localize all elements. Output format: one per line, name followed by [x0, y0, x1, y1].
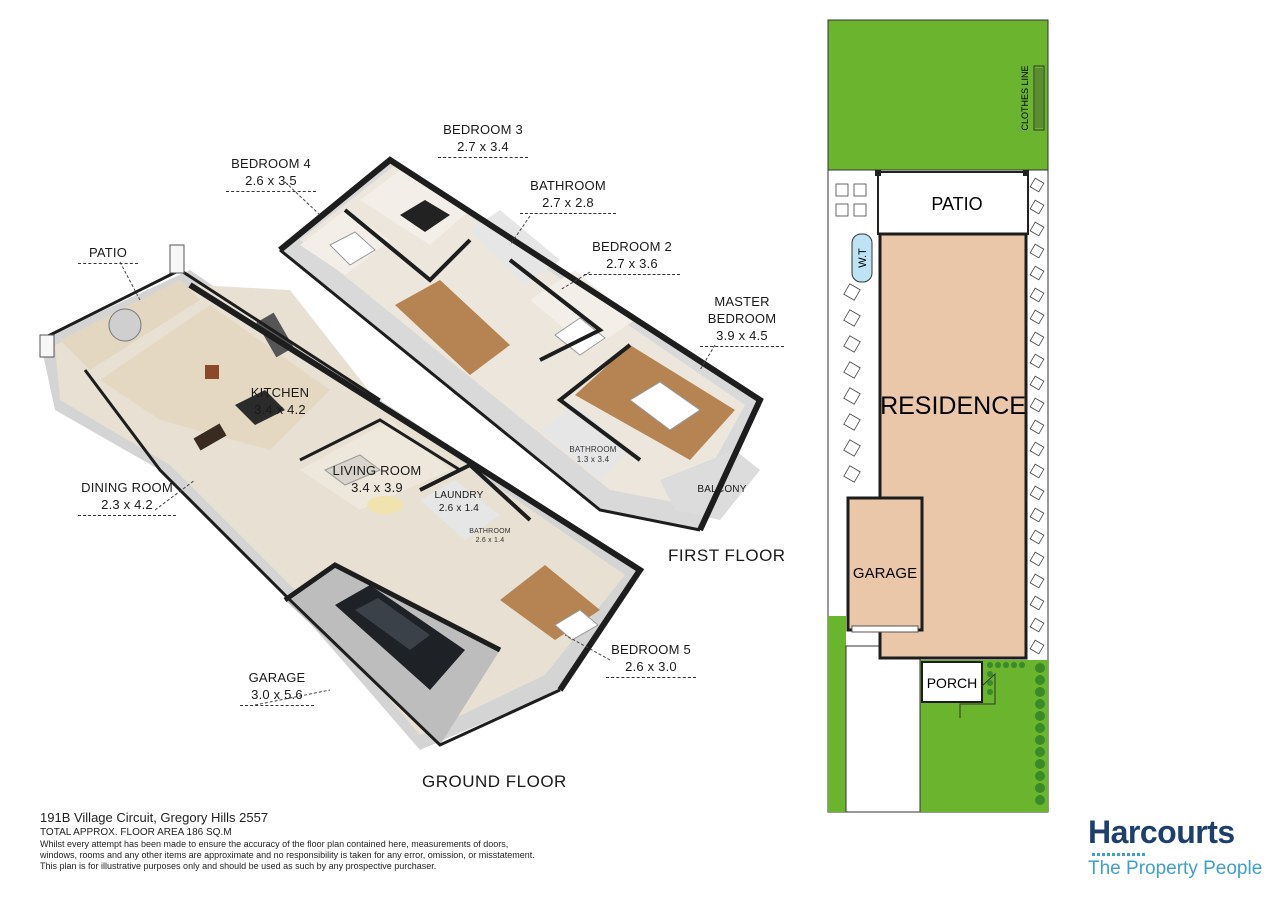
bathroom-upper-size: 2.7 x 2.8 [542, 195, 594, 210]
master-size: 3.9 x 4.5 [716, 328, 768, 343]
site-patio [877, 171, 1029, 235]
residence-text: RESIDENCE [880, 392, 1026, 420]
bedroom2-label: BEDROOM 2 2.7 x 3.6 [584, 238, 680, 275]
hallway-floor [395, 280, 510, 375]
site-plan: CLOTHES LINE PATIO [827, 19, 1049, 813]
disclaimer-line-2: windows, rooms and any other items are a… [40, 850, 535, 860]
ensuite-size: 1.3 x 3.4 [576, 455, 610, 464]
address: 191B Village Circuit, Gregory Hills 2557 [40, 810, 269, 825]
dining-size: 2.3 x 4.2 [101, 497, 153, 512]
patio-label: PATIO [78, 244, 138, 264]
laundry-name: LAUNDRY [434, 490, 484, 501]
kitchen-name: KITCHEN [250, 385, 310, 400]
balcony-label: BALCONY [694, 481, 750, 498]
garage-label: GARAGE 3.0 x 5.6 [240, 669, 314, 706]
site-garage-text: GARAGE [853, 565, 917, 582]
living-size: 3.4 x 3.9 [351, 480, 403, 495]
site-porch [921, 661, 983, 703]
front-grass-left [828, 616, 846, 812]
bathroom-upper-label: BATHROOM 2.7 x 2.8 [520, 177, 616, 214]
laundry-label: LAUNDRY 2.6 x 1.4 [428, 489, 490, 515]
living-floor [300, 420, 450, 510]
site-garage [846, 496, 924, 632]
balcony-name: BALCONY [697, 484, 747, 495]
footer: 191B Village Circuit, Gregory Hills 2557… [40, 810, 535, 872]
clothes-line [1033, 65, 1045, 131]
water-tank [851, 233, 873, 283]
floorplan-illustration [39, 156, 764, 750]
brand-name: Harcourts [1088, 814, 1235, 850]
bedroom4-size: 2.6 x 3.5 [245, 173, 297, 188]
first-floor-model [278, 156, 764, 532]
ground-floor-title: GROUND FLOOR [422, 772, 567, 791]
bedroom5-label: BEDROOM 5 2.6 x 3.0 [606, 641, 696, 678]
bathroom-upper-name: BATHROOM [530, 178, 606, 193]
garage-size: 3.0 x 5.6 [251, 687, 303, 702]
floor-area: TOTAL APPROX. FLOOR AREA 186 SQ.M [40, 827, 232, 838]
master-name-2: BEDROOM [707, 311, 777, 326]
side-pavers-left [843, 283, 861, 483]
bedroom4-name: BEDROOM 4 [231, 156, 311, 171]
kitchen-label: KITCHEN 3.4 x 4.2 [240, 384, 320, 418]
hedge [987, 662, 1045, 805]
bedroom3-size: 2.7 x 3.4 [457, 139, 509, 154]
ground-floor-model [39, 244, 645, 750]
site-porch-text: PORCH [927, 675, 978, 691]
bedroom5-size: 2.6 x 3.0 [625, 659, 677, 674]
bedroom5-name: BEDROOM 5 [611, 642, 691, 657]
laundry-size: 2.6 x 1.4 [438, 503, 480, 514]
bedroom3-label: BEDROOM 3 2.7 x 3.4 [438, 121, 528, 158]
living-label: LIVING ROOM 3.4 x 3.9 [326, 462, 428, 496]
bedroom3-name: BEDROOM 3 [443, 122, 523, 137]
clothes-line-text: CLOTHES LINE [1020, 65, 1030, 130]
ensuite-label: BATHROOM 1.3 x 3.4 [563, 445, 623, 465]
bedroom4-label: BEDROOM 4 2.6 x 3.5 [226, 155, 316, 192]
master-label: MASTER BEDROOM 3.9 x 4.5 [700, 293, 784, 347]
patio-name: PATIO [88, 245, 128, 260]
water-tank-text: W.T [857, 248, 869, 268]
ensuite-floor [540, 405, 630, 480]
bedroom2-name: BEDROOM 2 [592, 239, 672, 254]
garage-name: GARAGE [248, 670, 306, 685]
ensuite-name: BATHROOM [569, 445, 617, 454]
first-floor-title: FIRST FLOOR [668, 546, 786, 565]
driveway [845, 645, 921, 813]
bedroom2-size: 2.7 x 3.6 [606, 256, 658, 271]
bedroom2-floor [530, 270, 635, 350]
living-name: LIVING ROOM [332, 463, 422, 478]
backyard-grass [827, 19, 1049, 171]
dining-label: DINING ROOM 2.3 x 4.2 [78, 479, 176, 516]
kitchen-size: 3.4 x 4.2 [254, 402, 306, 417]
dining-name: DINING ROOM [81, 480, 173, 495]
disclaimer-line-3: This plan is for illustrative purposes o… [40, 861, 437, 871]
site-patio-text: PATIO [931, 194, 982, 214]
side-pavers-right [1029, 177, 1045, 655]
brand-tagline: The Property People [1088, 858, 1263, 879]
bathroom-ground-label: BATHROOM 2.6 x 1.4 [464, 527, 516, 545]
disclaimer-line-1: Whilst every attempt has been made to en… [40, 839, 509, 849]
master-name-1: MASTER [714, 294, 770, 309]
bathroom-ground-name: BATHROOM [469, 528, 511, 535]
brand-logo: Harcourts The Property People [1088, 814, 1262, 880]
laundry-floor [420, 480, 500, 540]
balcony-floor [660, 450, 760, 520]
bathroom-ground-size: 2.6 x 1.4 [475, 537, 505, 544]
brand-dots [1092, 853, 1146, 856]
